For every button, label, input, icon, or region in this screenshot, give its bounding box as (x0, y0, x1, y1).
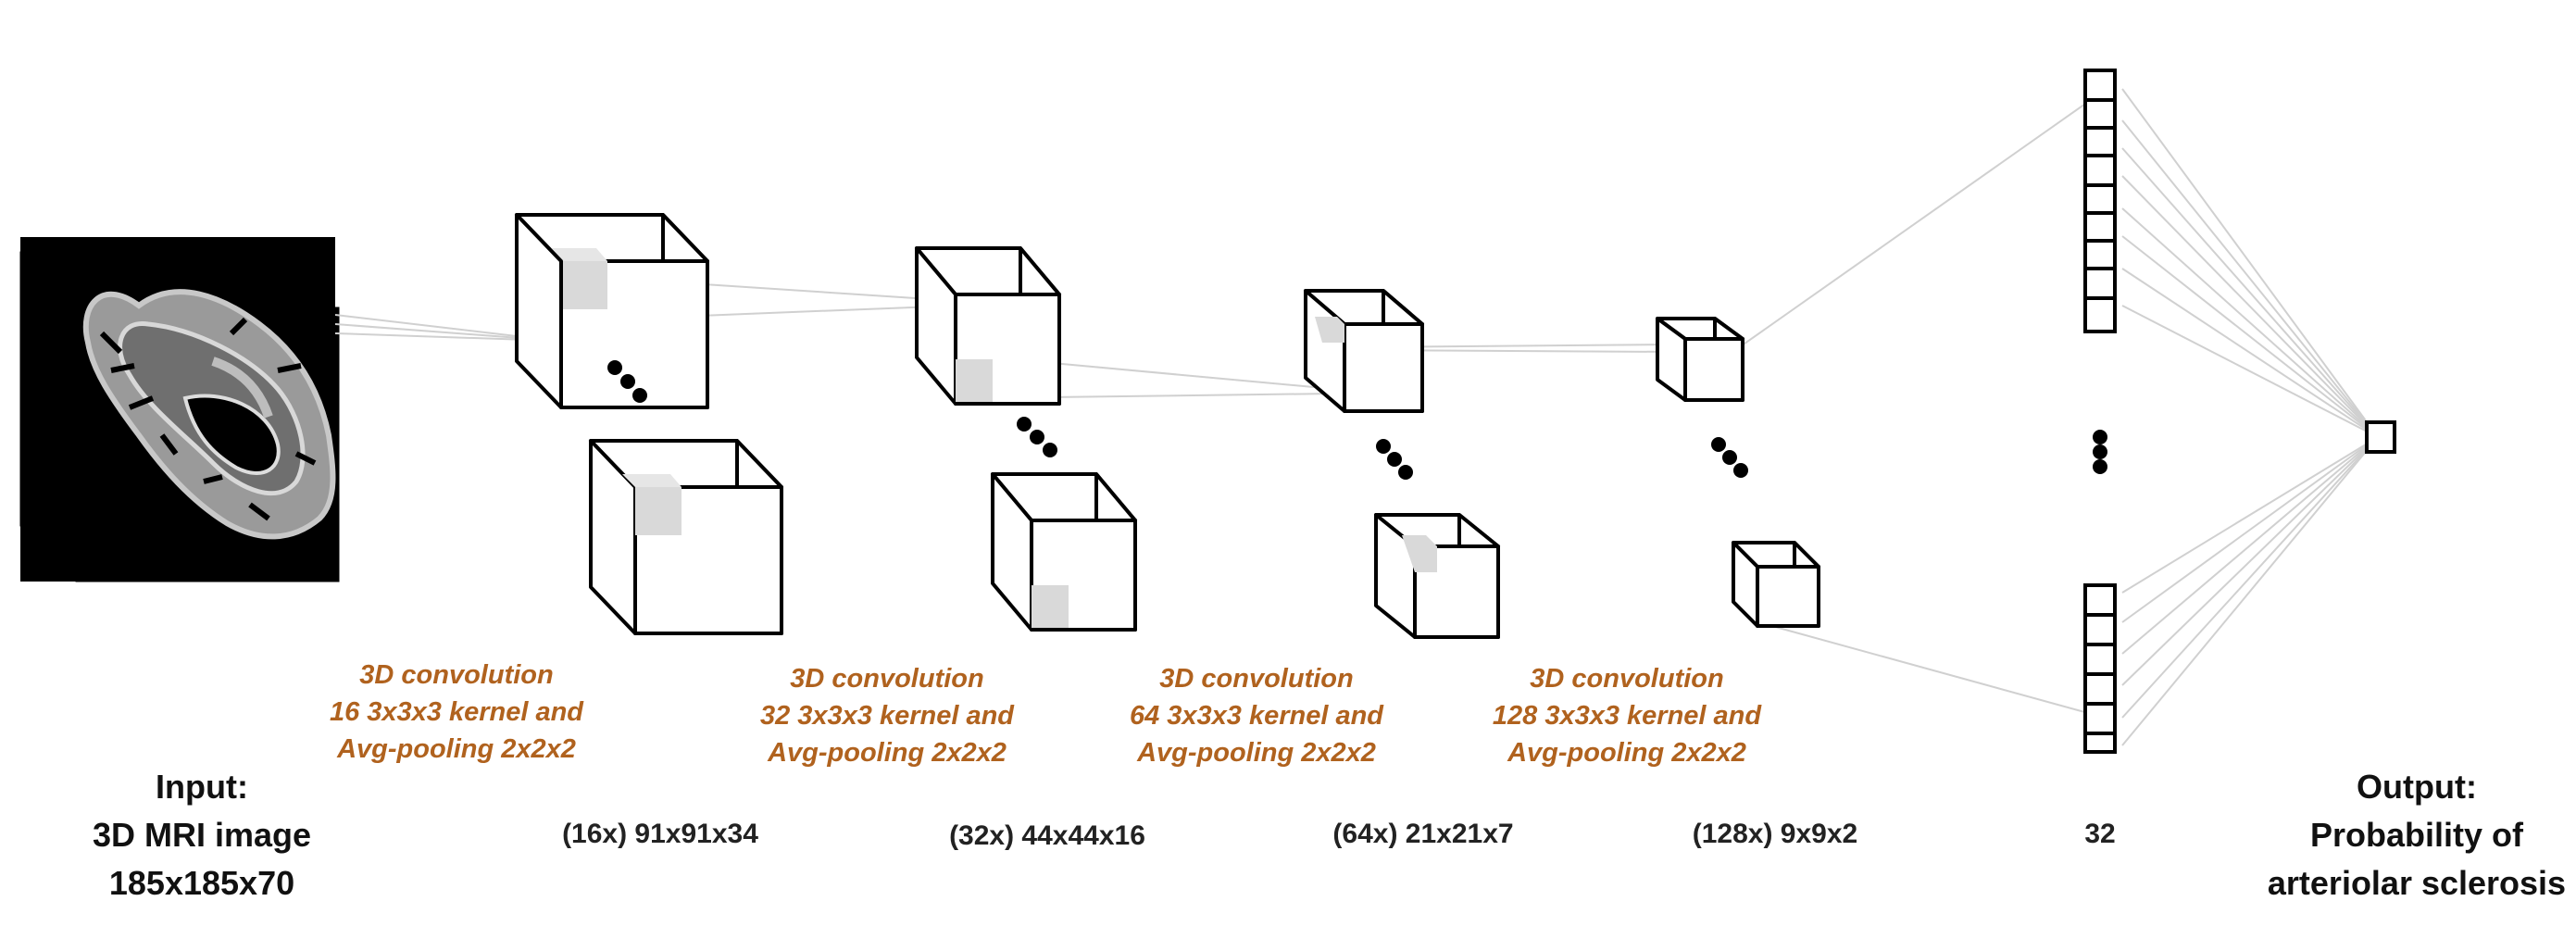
layer1-cube-bottom (589, 439, 783, 635)
svg-text:Avg-pooling 2x2x2: Avg-pooling 2x2x2 (1136, 738, 1376, 768)
layer2-label: (32x) 44x44x16 (949, 820, 1145, 851)
svg-text:32 3x3x3 kernel and: 32 3x3x3 kernel and (760, 701, 1015, 731)
dense-label: 32 (2084, 819, 2115, 849)
dense-layer-bottom (2083, 583, 2117, 754)
svg-text:3D convolution: 3D convolution (790, 664, 983, 694)
svg-text:3D convolution: 3D convolution (359, 660, 553, 690)
svg-text:3D convolution: 3D convolution (1530, 664, 1723, 694)
layer2-cube-top (915, 246, 1061, 406)
layer4-label: (128x) 9x9x2 (1693, 819, 1857, 849)
layer4-cube-top (1656, 317, 1744, 402)
svg-text:Avg-pooling 2x2x2: Avg-pooling 2x2x2 (1507, 738, 1746, 768)
layer3-label: (64x) 21x21x7 (1332, 819, 1513, 849)
connection-lines (334, 88, 2379, 746)
dense-ellipsis (2093, 430, 2107, 474)
layer3-cube-bottom (1374, 513, 1500, 639)
kernel-patch (956, 359, 993, 402)
svg-text:16 3x3x3 kernel and: 16 3x3x3 kernel and (330, 697, 584, 727)
svg-text:Probability of: Probability of (2310, 816, 2524, 854)
kernel-patch (635, 487, 682, 535)
svg-text:64 3x3x3 kernel and: 64 3x3x3 kernel and (1130, 701, 1384, 731)
svg-text:Input:: Input: (156, 768, 248, 806)
layer1-cube-top (515, 213, 709, 409)
layer1-ellipsis (607, 360, 647, 403)
layer4-cube-bottom (1732, 541, 1820, 628)
brain-slice-image (82, 289, 336, 540)
svg-text:arteriolar sclerosis: arteriolar sclerosis (2268, 864, 2566, 902)
layer1-label: (16x) 91x91x34 (562, 819, 758, 849)
operation-label-4: 3D convolution 128 3x3x3 kernel and Avg-… (1493, 664, 1762, 768)
svg-text:Output:: Output: (2357, 768, 2477, 806)
dense-layer-top (2083, 69, 2117, 333)
layer3-ellipsis (1376, 439, 1413, 480)
svg-text:3D convolution: 3D convolution (1159, 664, 1353, 694)
svg-text:185x185x70: 185x185x70 (109, 864, 294, 902)
svg-text:3D MRI image: 3D MRI image (93, 816, 311, 854)
operation-label-2: 3D convolution 32 3x3x3 kernel and Avg-p… (760, 664, 1015, 768)
layer2-ellipsis (1017, 417, 1057, 457)
kernel-patch (561, 261, 607, 309)
operation-label-3: 3D convolution 64 3x3x3 kernel and Avg-p… (1130, 664, 1384, 768)
operation-label-1: 3D convolution 16 3x3x3 kernel and Avg-p… (330, 660, 584, 764)
input-label: Input: 3D MRI image 185x185x70 (93, 768, 311, 902)
input-mri-stack (17, 237, 343, 585)
svg-text:128 3x3x3 kernel and: 128 3x3x3 kernel and (1493, 701, 1762, 731)
output-label: Output: Probability of arteriolar sclero… (2268, 768, 2566, 902)
layer3-cube-top (1304, 289, 1424, 413)
svg-text:Avg-pooling 2x2x2: Avg-pooling 2x2x2 (767, 738, 1007, 768)
layer4-ellipsis (1711, 437, 1748, 478)
layer2-cube-bottom (991, 472, 1137, 632)
output-node (2365, 420, 2396, 454)
kernel-patch (1032, 585, 1069, 628)
svg-text:Avg-pooling 2x2x2: Avg-pooling 2x2x2 (336, 734, 576, 764)
